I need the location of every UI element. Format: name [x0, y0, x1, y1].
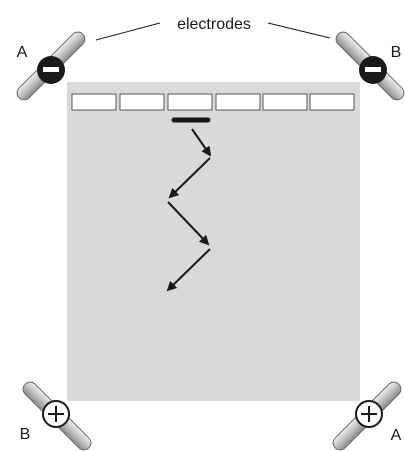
gel-slab [67, 82, 360, 401]
well [215, 93, 261, 111]
minus-sign [365, 67, 381, 72]
well [119, 93, 165, 111]
label-top-left: A [17, 44, 28, 61]
well [167, 93, 213, 111]
wells [71, 93, 355, 111]
label-bottom-left: B [20, 426, 31, 443]
migration-path [166, 128, 212, 292]
migration-arrow [166, 248, 211, 292]
electrode-bottom-left [22, 381, 92, 451]
electrode-top-right [335, 31, 405, 101]
migration-arrow [168, 157, 211, 199]
electrodes-leader-right [267, 22, 331, 39]
minus-sign [43, 67, 59, 72]
well [262, 93, 308, 111]
well [71, 93, 117, 111]
electrode-bottom-right [332, 381, 402, 451]
label-bottom-right: A [391, 427, 402, 444]
well [309, 93, 355, 111]
label-top-right: B [391, 44, 402, 61]
electrodes-label: electrodes [177, 16, 251, 33]
migration-segment [167, 201, 210, 246]
electrode-top-left [16, 31, 86, 101]
electrodes-leader-left [95, 22, 161, 41]
migration-arrow [191, 128, 212, 157]
